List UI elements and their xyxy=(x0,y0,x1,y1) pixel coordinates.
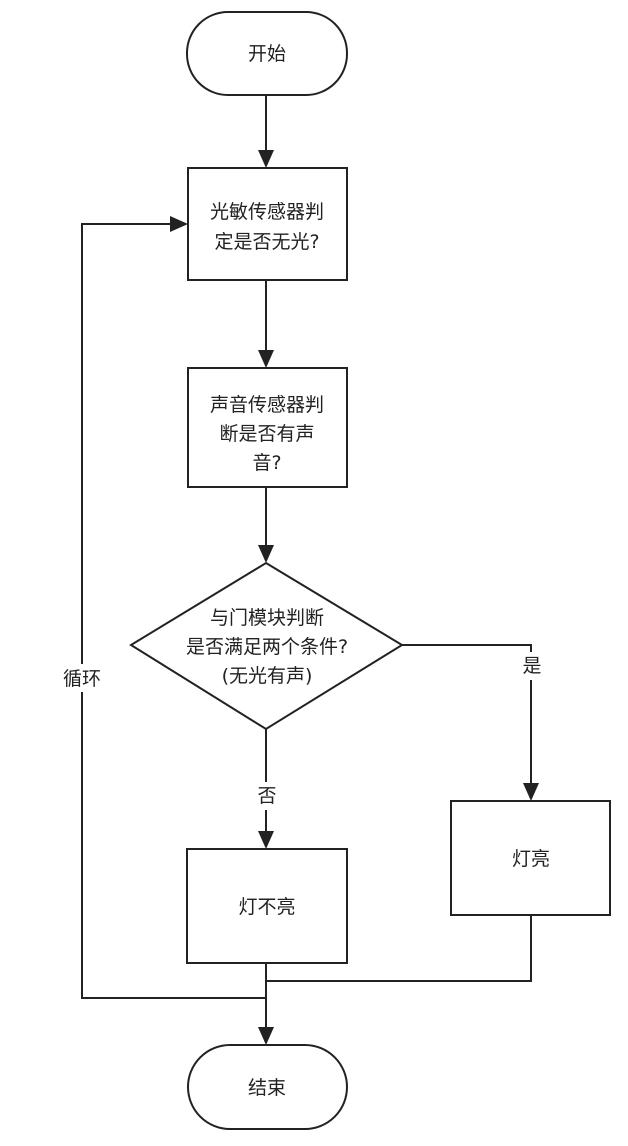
edge-light-on-to-merge xyxy=(266,915,532,982)
arrowhead-light-on xyxy=(523,783,539,801)
arrowhead-and-gate xyxy=(258,545,274,563)
and-gate-label-line-2: 是否满足两个条件? xyxy=(186,636,348,658)
yes-label-bg xyxy=(520,652,544,680)
light-check-label-line-1: 光敏传感器判 xyxy=(210,201,324,223)
arrowhead-light-off xyxy=(258,831,274,849)
sound-check-node: 声音传感器判 断是否有声 音? xyxy=(187,367,348,488)
arrowhead-end xyxy=(258,1027,274,1045)
edge-loop-back xyxy=(81,223,266,999)
arrowhead-light-check xyxy=(258,150,274,168)
sound-check-label-line-2: 断是否有声 xyxy=(219,423,314,445)
light-off-label: 灯不亮 xyxy=(238,896,295,918)
end-node: 结束 xyxy=(187,1044,348,1130)
loop-label: 循环 xyxy=(63,668,101,690)
light-off-node: 灯不亮 xyxy=(186,848,348,964)
and-gate-decision-node: 与门模块判断 是否满足两个条件? (无光有声) xyxy=(129,561,404,731)
end-label: 结束 xyxy=(248,1077,286,1099)
no-label: 否 xyxy=(257,785,276,807)
start-node: 开始 xyxy=(186,11,348,96)
sound-check-label-line-1: 声音传感器判 xyxy=(210,394,324,416)
sound-check-label-line-3: 音? xyxy=(252,452,281,474)
yes-label: 是 xyxy=(522,655,541,677)
start-label: 开始 xyxy=(248,43,286,65)
and-gate-label-line-3: (无光有声) xyxy=(222,665,313,687)
light-on-label: 灯亮 xyxy=(512,848,550,870)
arrowhead-loop xyxy=(170,216,188,232)
light-check-label-line-2: 定是否无光? xyxy=(214,231,319,253)
arrowhead-sound-check xyxy=(258,350,274,368)
loop-label-bg xyxy=(56,664,108,692)
light-check-node: 光敏传感器判 定是否无光? xyxy=(187,167,348,281)
no-label-bg xyxy=(254,782,278,810)
edge-and-gate-to-light-on xyxy=(402,644,532,783)
and-gate-label-line-1: 与门模块判断 xyxy=(210,607,324,629)
light-on-node: 灯亮 xyxy=(450,800,611,916)
